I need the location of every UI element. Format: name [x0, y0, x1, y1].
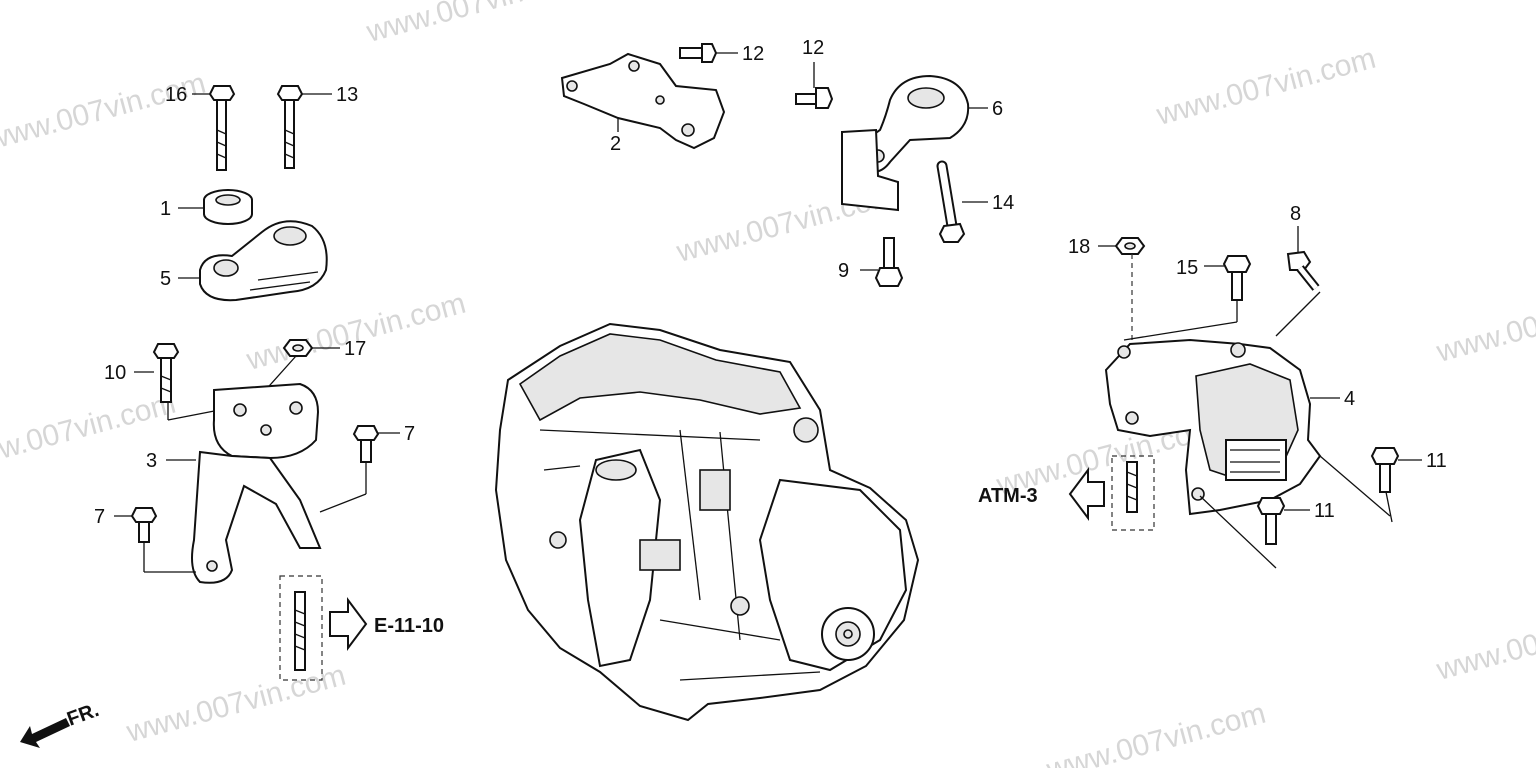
bolt-11-lower	[1256, 497, 1310, 545]
callout-7-upper: 7	[404, 423, 415, 445]
watermark: www.007vin.com	[1432, 597, 1536, 687]
watermark: www.007vin.com	[1042, 697, 1269, 768]
bolt-7-upper	[319, 425, 400, 513]
callout-17: 17	[344, 338, 366, 360]
front-indicator: FR.	[64, 699, 102, 731]
callout-8: 8	[1290, 203, 1301, 225]
watermark: www.007vin.com	[242, 287, 469, 377]
callout-9: 9	[838, 260, 849, 282]
callout-16: 16	[165, 84, 187, 106]
bolt-12-b	[795, 62, 834, 109]
callout-2: 2	[610, 133, 621, 155]
bolt-9	[860, 237, 904, 287]
callout-3: 3	[146, 450, 157, 472]
callout-14: 14	[992, 192, 1014, 214]
bolt-16	[192, 85, 236, 171]
bolt-11-right	[1319, 447, 1422, 523]
watermark: www.007vin.com	[362, 0, 589, 49]
callout-7-lower: 7	[94, 506, 105, 528]
bolt-12-a	[679, 43, 738, 63]
engine-assembly	[494, 322, 920, 722]
reference-atm-3[interactable]: ATM-3	[978, 485, 1038, 507]
nut-17	[261, 339, 340, 395]
callout-11-lower: 11	[1314, 500, 1335, 522]
callout-4: 4	[1344, 388, 1355, 410]
watermark: www.007vin.com	[122, 659, 349, 749]
callout-1: 1	[160, 198, 171, 220]
callout-18: 18	[1068, 236, 1090, 258]
callout-5: 5	[160, 268, 171, 290]
bushing-1	[178, 189, 253, 225]
watermark: www.007vin.com	[1152, 42, 1379, 132]
rod-mount-5	[178, 220, 328, 302]
callout-6: 6	[992, 98, 1003, 120]
reference-e-11-10[interactable]: E-11-10	[374, 615, 444, 637]
bracket-2	[560, 52, 726, 150]
bolt-14	[936, 160, 988, 243]
watermark: www.007vin.com	[1432, 279, 1536, 369]
engine-mount-4	[1104, 338, 1340, 569]
bracket-3	[166, 382, 322, 584]
stud-detail-e	[279, 575, 368, 681]
callout-12-a: 12	[742, 43, 764, 65]
bolt-8	[1275, 226, 1321, 337]
callout-12-b: 12	[802, 37, 824, 59]
front-arrow	[20, 718, 70, 748]
bolt-15	[1123, 255, 1252, 341]
callout-11-right: 11	[1426, 450, 1447, 472]
callout-15: 15	[1176, 257, 1198, 279]
bolt-13	[276, 85, 332, 169]
callout-13: 13	[336, 84, 358, 106]
bolt-7-lower	[114, 507, 196, 573]
callout-10: 10	[104, 362, 126, 384]
stud-detail-atm	[1068, 455, 1155, 531]
nut-18	[1098, 237, 1146, 340]
watermark: www.007vin.com	[0, 67, 209, 157]
torque-rod-6	[841, 74, 988, 212]
